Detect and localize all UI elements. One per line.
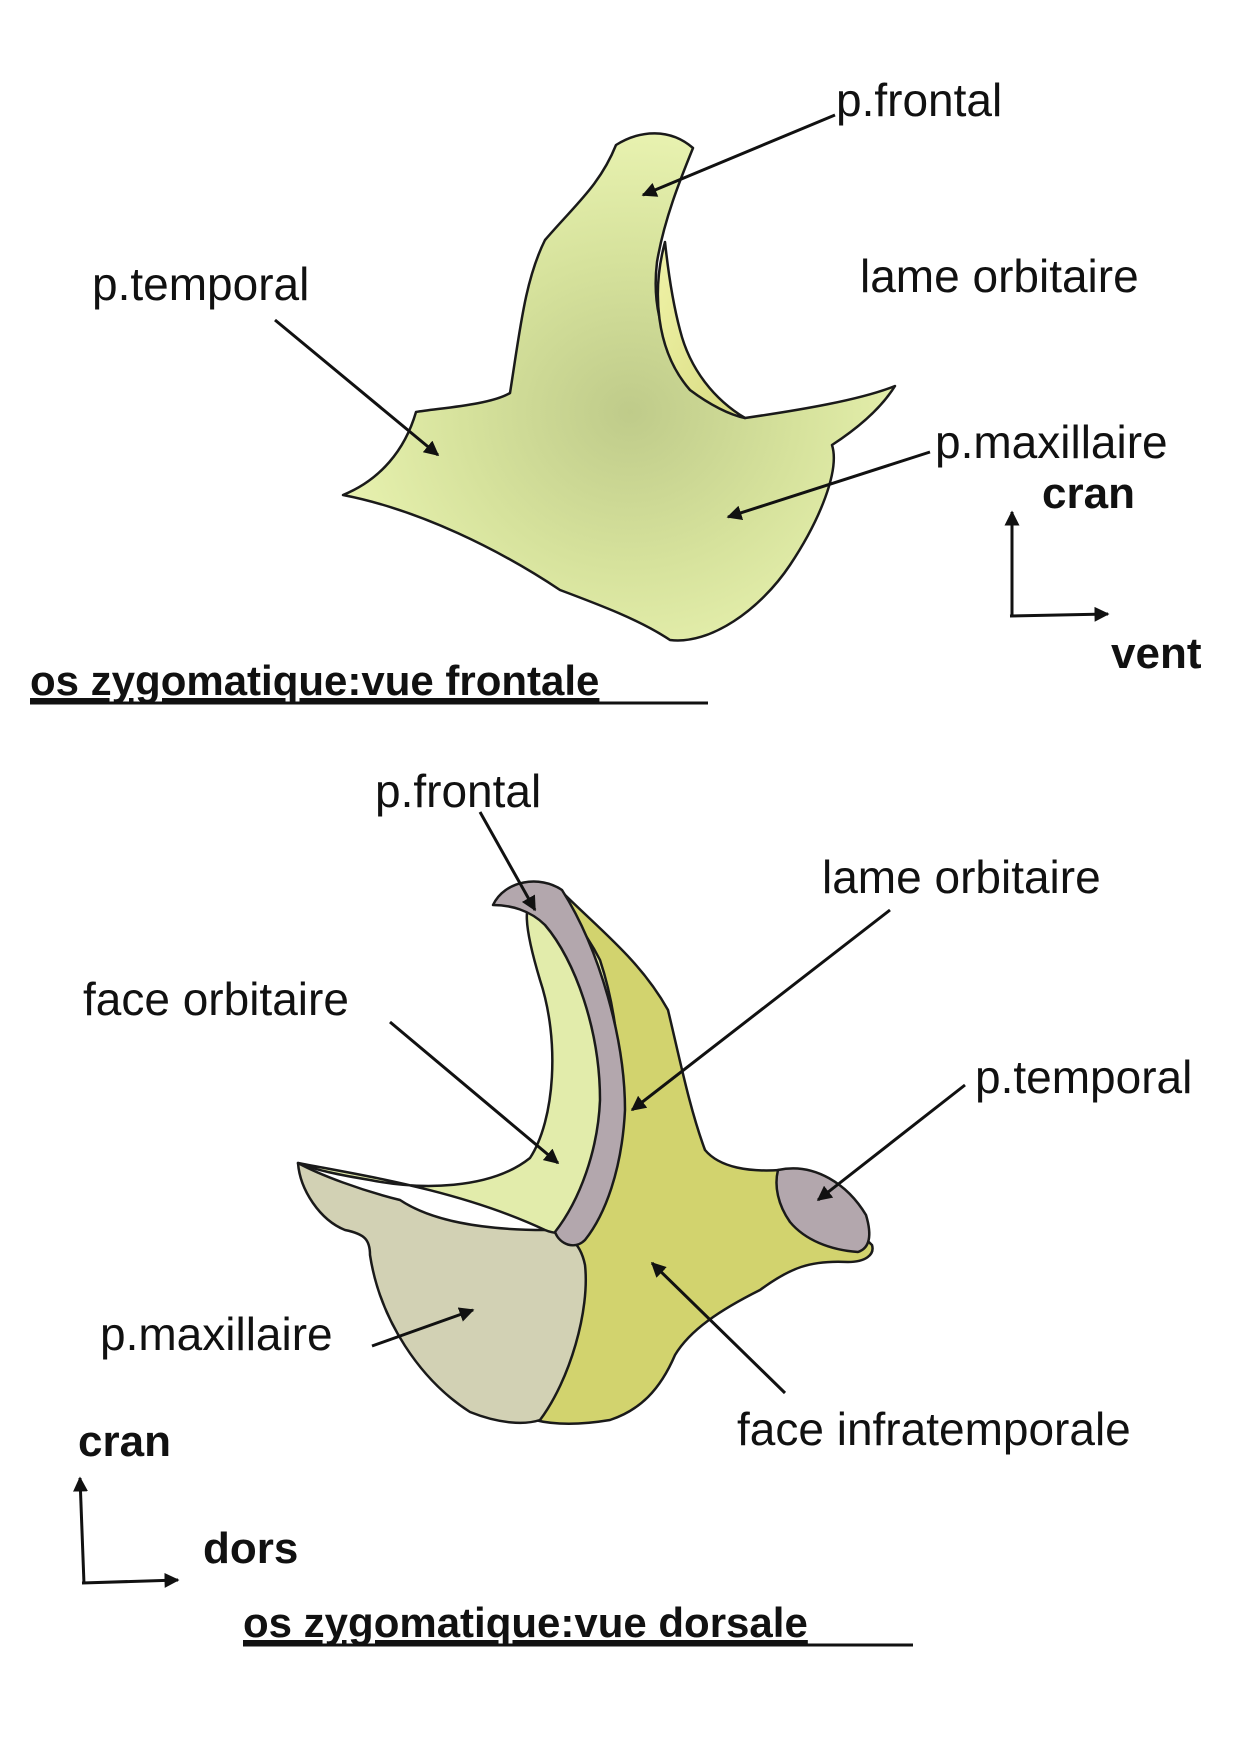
dorsal-face-orbitaire-pointer [389,1020,560,1165]
frontal-view-title: os zygomatique:vue frontale [30,657,599,704]
frontal-view: p.frontal p.temporal lame orbitaire p.ma… [30,74,1202,705]
frontal-orientation-right-label: vent [1111,629,1202,678]
dorsal-face-infratemporale-pointer [650,1261,787,1395]
frontal-label-p-frontal: p.frontal [836,74,1002,126]
frontal-orientation-right-arrow [1009,606,1110,622]
dorsal-p-maxillaire-pointer [371,1307,475,1348]
dorsal-p-temporal-surface [775,1167,871,1254]
dorsal-label-p-temporal: p.temporal [975,1051,1192,1103]
dorsal-label-p-frontal: p.frontal [375,765,541,817]
dorsal-p-frontal-pointer [478,811,537,912]
dorsal-lame-orbitaire-pointer [630,908,891,1112]
dorsal-label-lame-orbitaire: lame orbitaire [822,851,1101,903]
frontal-p-maxillaire-pointer [726,450,931,521]
frontal-orientation-up-label: cran [1042,469,1135,518]
frontal-label-p-maxillaire: p.maxillaire [935,416,1168,468]
dorsal-label-face-orbitaire: face orbitaire [83,973,349,1025]
dorsal-p-frontal-surface [491,880,627,1247]
frontal-orbital-fold [656,240,747,420]
dorsal-view-title: os zygomatique:vue dorsale [243,1599,808,1646]
dorsal-label-p-maxillaire: p.maxillaire [100,1308,333,1360]
frontal-p-frontal-pointer [641,113,836,197]
dorsal-label-face-infratemporale: face infratemporale [737,1403,1131,1455]
frontal-label-lame-orbitaire: lame orbitaire [860,250,1139,302]
frontal-bone-body [341,132,897,642]
dorsal-view: p.frontal lame orbitaire face orbitaire … [73,765,1192,1647]
dorsal-orientation-up-arrow [73,1476,89,1585]
frontal-p-temporal-pointer [274,318,440,457]
dorsal-p-temporal-pointer [816,1083,966,1202]
dorsal-orientation-right-arrow [81,1572,180,1588]
dorsal-p-maxillaire-surface [296,1161,587,1425]
dorsal-orientation-up-label: cran [78,1417,171,1466]
frontal-label-p-temporal: p.temporal [92,258,309,310]
dorsal-orientation-right-label: dors [203,1524,298,1573]
